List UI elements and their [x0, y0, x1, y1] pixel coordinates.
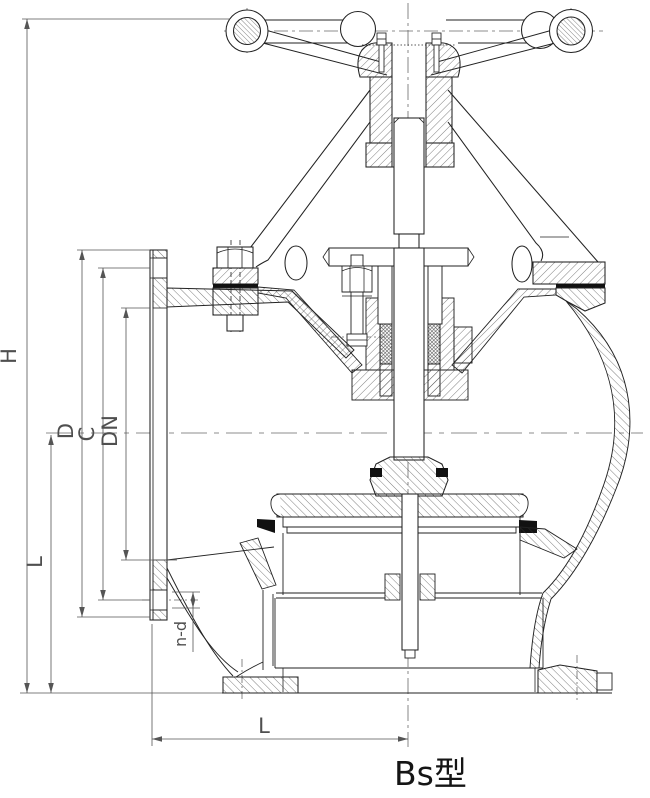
gasket-left	[213, 284, 258, 288]
stem-lower	[401, 493, 419, 659]
disc-plate	[276, 493, 524, 518]
bonnet-joint-right	[532, 261, 606, 312]
hub-lobe-right	[425, 42, 461, 78]
eyebolt-nut	[341, 265, 373, 293]
centerlines	[46, 3, 643, 747]
inlet-flange	[149, 249, 168, 621]
label-C: C	[75, 427, 99, 442]
hub-lobe-left	[357, 42, 393, 78]
label-DN: DN	[98, 415, 122, 447]
gland-follower-right	[427, 265, 443, 325]
lower-chamber	[262, 533, 544, 692]
stem-upper	[393, 117, 425, 249]
bonnet-flange-right	[532, 261, 606, 285]
bonnet-joint-left	[212, 240, 259, 332]
handwheel	[225, 8, 594, 76]
body-right-wall	[529, 300, 631, 669]
label-L-bottom: L	[258, 714, 270, 738]
yoke-sleeve	[357, 32, 461, 168]
stem-guide-left	[384, 573, 401, 601]
gland-eyebolt	[341, 254, 373, 347]
dim-arrows	[24, 19, 408, 742]
drawing-title: Bs型	[394, 754, 467, 793]
bonnet-flange-left	[212, 267, 259, 285]
set-screw-right	[431, 32, 442, 73]
stem-mid	[393, 247, 425, 461]
set-screw-left	[376, 32, 387, 73]
valve-geometry	[149, 8, 631, 694]
bolt-tip	[226, 314, 244, 332]
dimensions: H L D C DN n-d L	[0, 18, 408, 746]
seat-seal-left	[257, 519, 275, 533]
rim-left-section	[232, 16, 262, 46]
packing-left	[379, 321, 393, 365]
stem-guide-right	[419, 573, 436, 601]
dim-labels: H L D C DN n-d L	[0, 348, 270, 738]
base-flange	[222, 661, 613, 694]
hub-seal-left	[370, 468, 382, 477]
packing-right	[427, 321, 441, 365]
arm-hole-right	[511, 245, 533, 283]
body-flange-right	[555, 287, 606, 312]
hub-seal-right	[436, 468, 448, 477]
label-H: H	[0, 348, 21, 364]
arm-hole-left	[284, 245, 308, 281]
rim-right-section	[556, 16, 586, 46]
gland-follower-left	[377, 265, 393, 325]
label-n-d: n-d	[171, 621, 190, 647]
label-D: D	[54, 423, 78, 439]
disc-assembly	[257, 456, 537, 534]
gasket-right	[556, 284, 605, 288]
label-L-side: L	[23, 556, 47, 568]
spoke-boss-left	[339, 10, 377, 48]
body-inlet-hub	[166, 287, 355, 677]
hex-nut	[216, 246, 254, 269]
